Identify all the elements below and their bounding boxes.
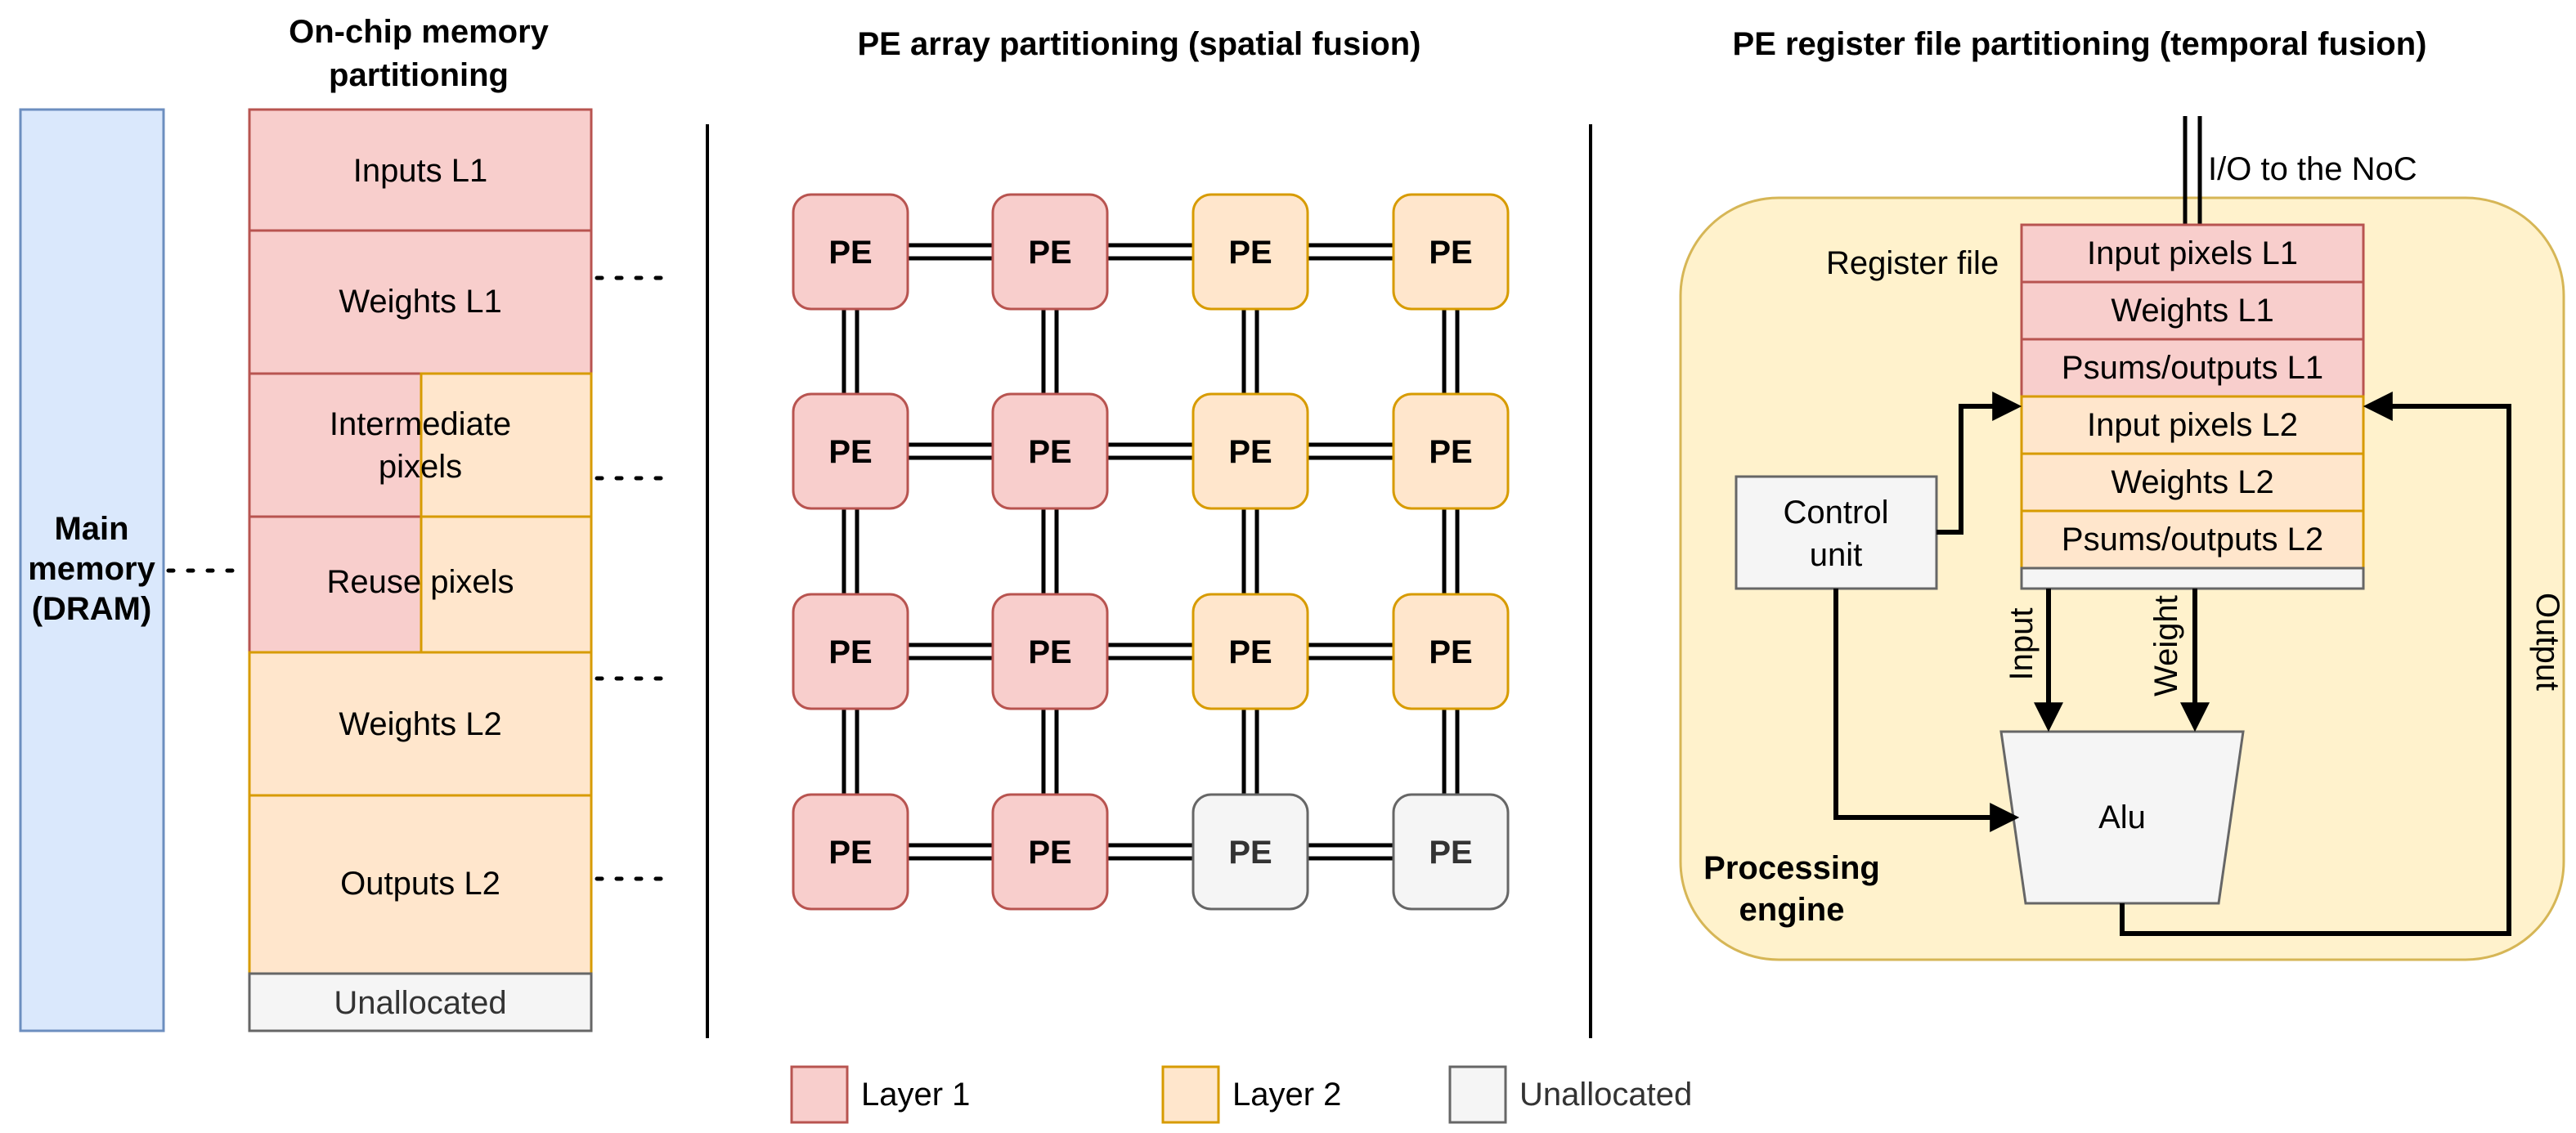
pe-cell-layer1 [792,392,909,510]
pe-label: PE [1028,235,1071,271]
legend-label-layer1: Layer 1 [861,1077,970,1113]
register-row-label-4: Input pixels L2 [2087,407,2298,443]
outputs-l2-label: Outputs L2 [340,866,500,902]
edge-label-weight: Weight [2148,595,2184,696]
pe-cell-layer2 [1392,593,1510,710]
pe-label: PE [1028,835,1071,871]
register-row-label-2: Weights L1 [2111,293,2273,329]
main-memory-label-line2: memory [28,551,155,587]
register-row-input-pixels-l2 [2020,395,2365,455]
pe-cell-layer1 [792,593,909,710]
reuse-pixels-label: Reuse pixels [326,564,514,600]
pe-cell-layer1 [991,793,1109,911]
edge-label-input: Input [2004,608,2040,681]
pe-label: PE [1429,434,1472,470]
pe-label: PE [1228,835,1272,871]
memory-block-weights-l2 [248,651,593,797]
memory-header-line2: partitioning [329,57,509,93]
pe-cell-unallocated [1192,793,1309,911]
pe-label: PE [828,835,872,871]
control-unit-label-line2: unit [1810,537,1863,573]
pe-cell-layer1 [991,392,1109,510]
pe-array-header: PE array partitioning (spatial fusion) [858,26,1421,62]
pe-cell-layer2 [1192,193,1309,311]
register-row-weights-l2 [2020,452,2365,513]
pe-label: PE [1429,634,1472,670]
pe-label: PE [1429,235,1472,271]
register-row-psums-l2 [2020,509,2365,570]
arrow-output-to-register [2120,392,2511,936]
arrow-control-to-alu [1833,589,2020,832]
register-row-input-pixels-l1 [2020,223,2365,284]
weights-l1-label: Weights L1 [339,284,501,320]
pe-links [841,243,1460,861]
engine-arrows [1833,392,2511,936]
pe-grid: PE PE PE PE PE PE PE PE PE PE PE PE PE PE PE PE [792,193,1510,911]
pe-cell-layer2 [1192,593,1309,710]
legend-label-layer2: Layer 2 [1232,1077,1341,1113]
intermediate-label-line2: pixels [379,449,462,485]
memory-block-intermediate-layer1 [248,372,423,518]
pe-cell-layer2 [1392,193,1510,311]
io-label: I/O to the NoC [2208,151,2417,187]
control-unit-label-line1: Control [1784,495,1889,531]
pe-label: PE [1228,235,1272,271]
pe-cell-layer1 [792,193,909,311]
memory-block-intermediate-layer2 [420,372,593,518]
inputs-l1-label: Inputs L1 [353,153,488,189]
legend-swatch-unallocated [1448,1065,1507,1124]
main-memory-block [19,108,165,1032]
pe-label: PE [1228,634,1272,670]
arrow-control-to-register [1936,392,2022,535]
memory-block-weights-l1 [248,229,593,375]
pe-label: PE [1429,835,1472,871]
memory-dotted-connectors [166,275,671,881]
pe-cell-layer2 [1192,392,1309,510]
unallocated-block-label: Unallocated [334,985,506,1021]
pe-label: PE [1028,634,1071,670]
register-row-label-5: Weights L2 [2111,464,2273,500]
memory-header-line1: On-chip memory [289,14,550,50]
memory-block-unallocated [248,972,593,1032]
processing-engine-label-line1: Processing [1703,850,1880,886]
memory-block-inputs-l1 [248,108,593,232]
legend-swatch-layer1 [790,1065,849,1124]
register-row-weights-l1 [2020,280,2365,341]
alu-label: Alu [2098,799,2146,835]
legend-swatch-layer2 [1161,1065,1220,1124]
pe-cell-layer1 [792,793,909,911]
pe-label: PE [828,434,872,470]
legend-label-unallocated: Unallocated [1519,1077,1692,1113]
processing-engine-label-line2: engine [1739,892,1845,928]
pe-label: PE [828,235,872,271]
register-row-label-1: Input pixels L1 [2087,235,2298,271]
pe-cell-layer2 [1392,392,1510,510]
pe-label: PE [1028,434,1071,470]
register-row-label-3: Psums/outputs L1 [2062,350,2323,386]
register-row-unallocated [2020,566,2365,590]
legend: Layer 1 Layer 2 Unallocated [790,1065,1692,1124]
register-row-label-6: Psums/outputs L2 [2062,522,2323,558]
pe-label: PE [828,634,872,670]
pe-cell-layer1 [991,193,1109,311]
pe-cell-layer1 [991,593,1109,710]
edge-label-output: Output [2529,593,2565,691]
weights-l2-label: Weights L2 [339,706,501,742]
pe-label: PE [1228,434,1272,470]
pe-cell-unallocated [1392,793,1510,911]
intermediate-label-line1: Intermediate [330,406,511,442]
alu-block [1999,730,2245,905]
main-memory-label-line3: (DRAM) [32,591,152,627]
main-memory-label-line1: Main [54,511,128,547]
register-file-header: PE register file partitioning (temporal … [1733,26,2427,62]
register-file-label: Register file [1826,245,1999,281]
